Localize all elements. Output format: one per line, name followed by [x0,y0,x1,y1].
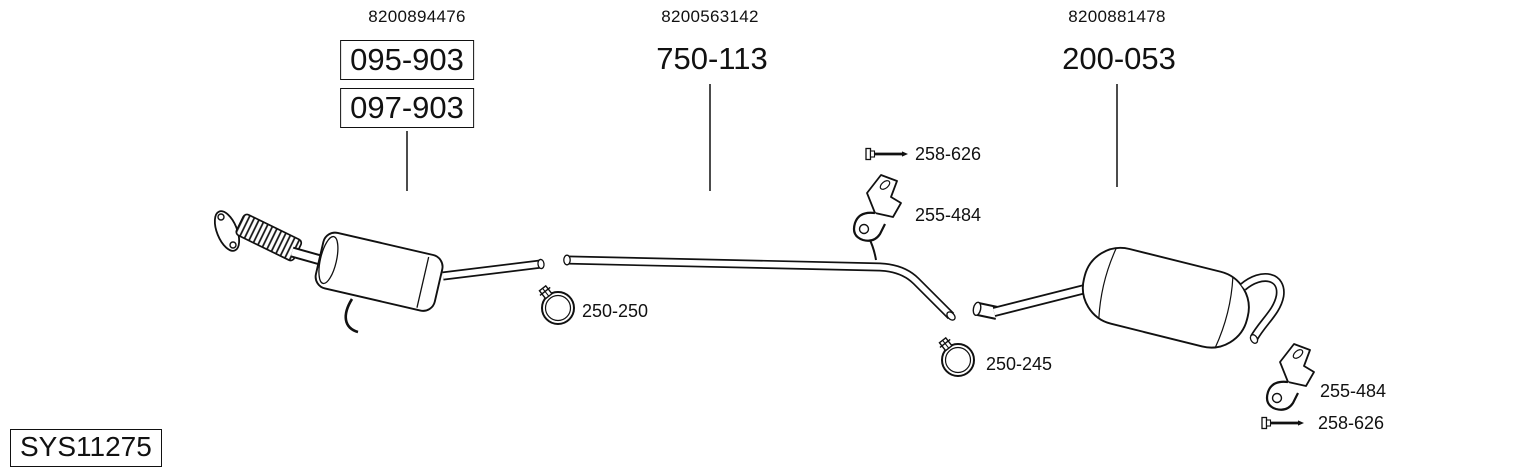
oem-ref-front: 8200894476 [368,7,466,26]
callout-bolt-top[interactable]: 258-626 [915,144,982,164]
hanger-icon-bottom [1265,342,1316,411]
front-muffler-hanger-rod [344,298,359,334]
bolt-icon-top [864,147,910,161]
callout-clamp-right[interactable]: 250-245 [986,354,1053,374]
tail-pipe [1240,273,1285,344]
oem-ref-middle: 8200563142 [661,7,759,26]
callout-clamp-mid[interactable]: 250-250 [582,301,649,321]
bolt-icon-bottom [1260,416,1306,430]
front-flange [213,210,241,252]
rear-inlet-pipe [972,282,1095,320]
part-code-front-a[interactable]: 095-903 [340,40,474,81]
part-code-front-b[interactable]: 097-903 [340,88,474,129]
part-code-rear[interactable]: 200-053 [1062,41,1176,76]
rear-muffler [1081,246,1250,349]
clamp-icon-right [936,335,975,377]
intermediate-pipe [563,254,956,321]
oem-ref-rear: 8200881478 [1068,7,1166,26]
system-id: SYS11275 [10,429,162,468]
hanger-icon-top [852,173,903,242]
leader-lines [406,84,1118,191]
part-code-middle[interactable]: 750-113 [656,41,768,76]
callout-hanger-bottom[interactable]: 255-484 [1320,381,1387,401]
callout-bolt-bottom[interactable]: 258-626 [1318,413,1385,433]
clamp-icon-mid [536,283,575,325]
callout-hanger-top[interactable]: 255-484 [915,205,982,225]
front-outlet-pipe [442,258,545,281]
front-muffler [314,231,444,312]
